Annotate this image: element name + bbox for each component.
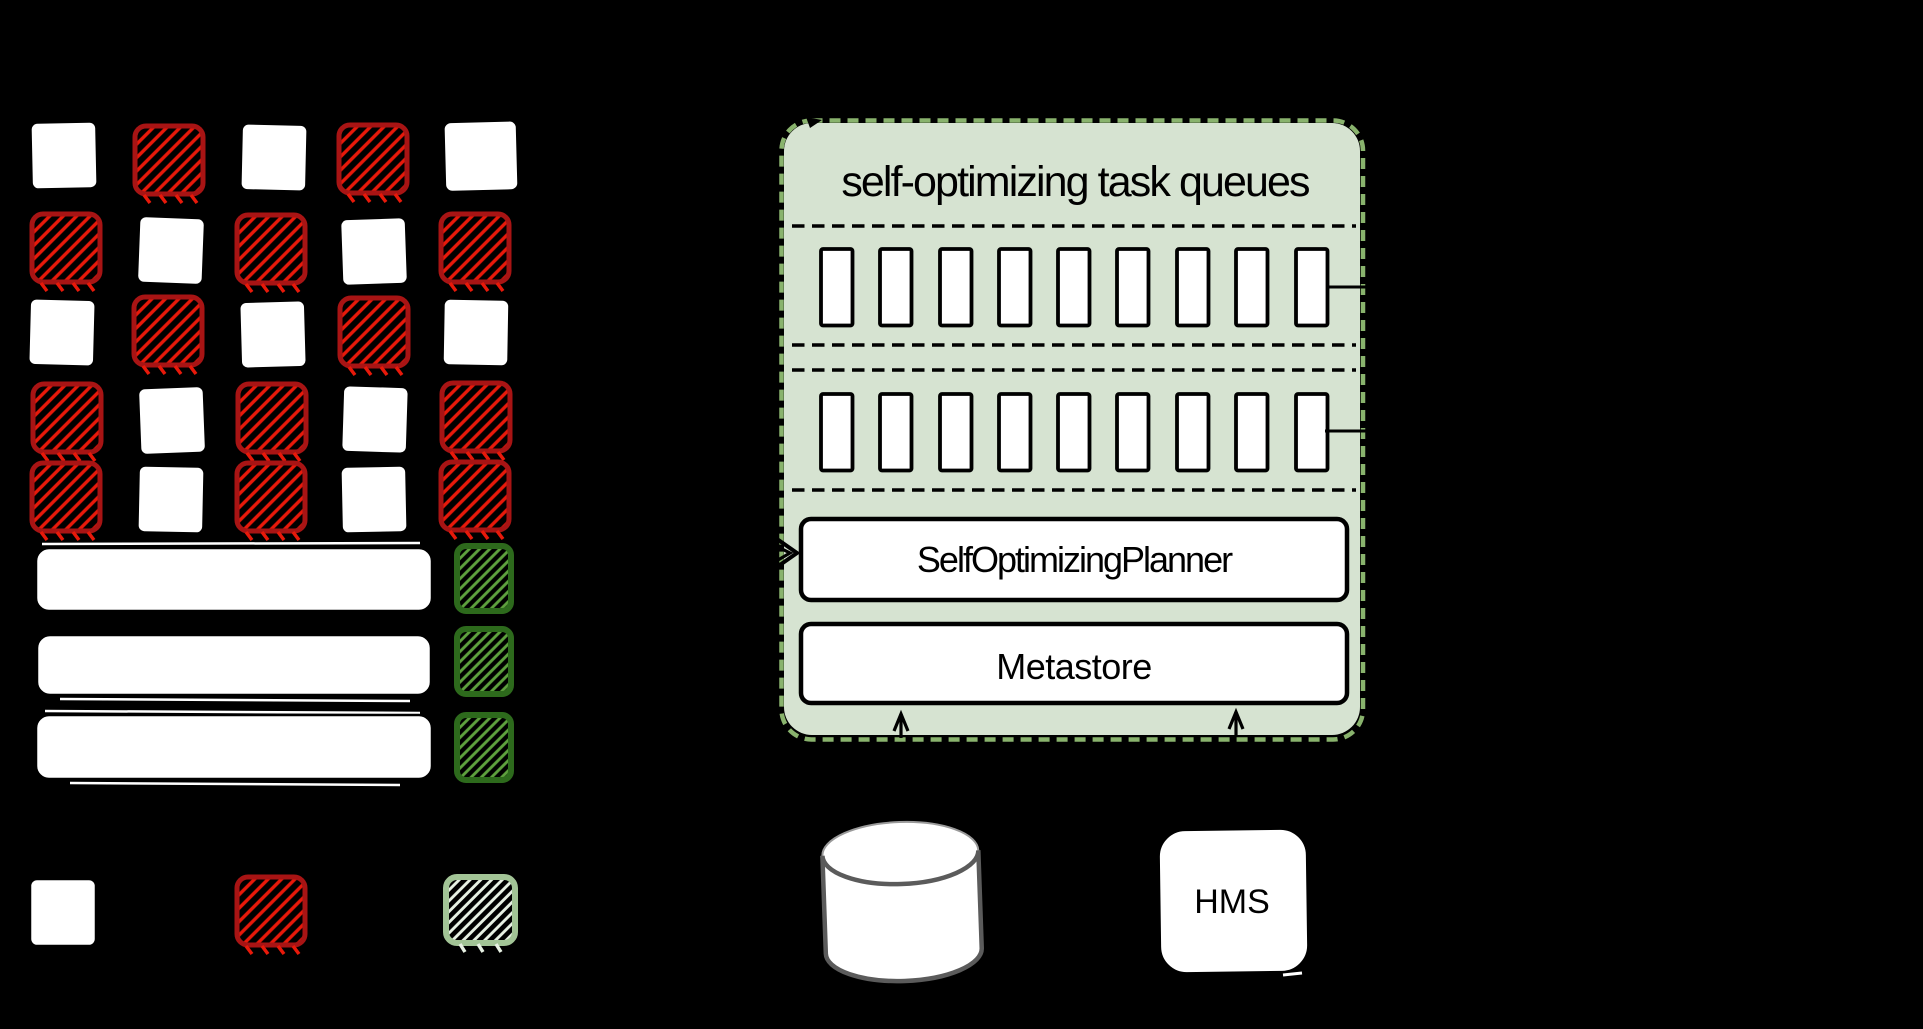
svg-text:self-optimizing task queues: self-optimizing task queues: [841, 158, 1309, 206]
svg-text:Metastore: Metastore: [996, 646, 1152, 687]
svg-text:SelfOptimizingPlanner: SelfOptimizingPlanner: [917, 539, 1233, 580]
svg-text:HMS: HMS: [1194, 883, 1270, 921]
